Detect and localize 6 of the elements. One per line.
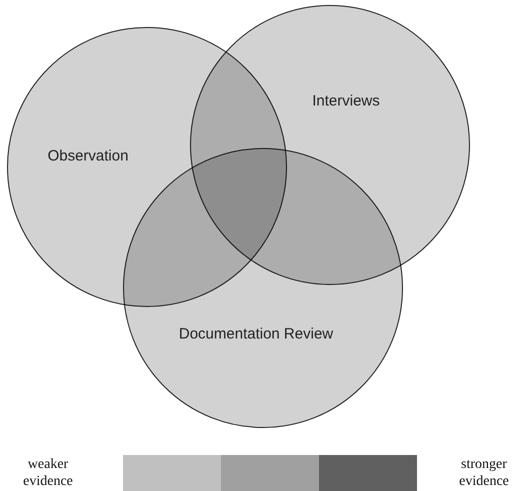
circle-label: Documentation Review (178, 326, 334, 342)
scale-end-label: weaker evidence (22, 456, 74, 490)
circle-label: Interviews (312, 92, 380, 110)
scale-end-label: stronger evidence (458, 456, 510, 490)
evidence-scale-bar (123, 455, 417, 491)
circle-label: Observation (48, 148, 128, 164)
